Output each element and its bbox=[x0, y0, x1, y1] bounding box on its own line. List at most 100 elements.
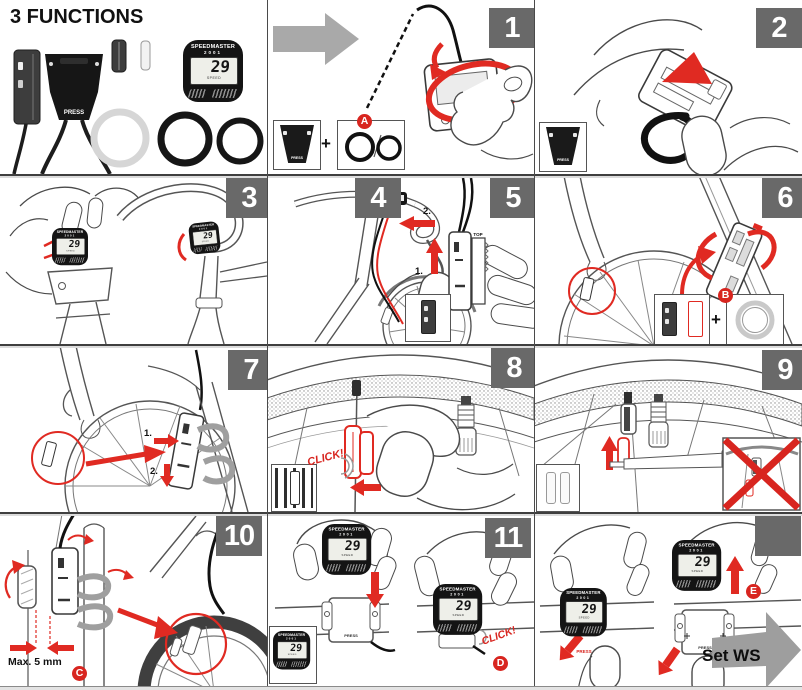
panel-step-9: 9 bbox=[534, 346, 802, 512]
red-arrow-up bbox=[731, 570, 739, 594]
strap-icon bbox=[76, 573, 112, 601]
stem-icon bbox=[47, 267, 113, 344]
column-divider bbox=[534, 0, 535, 686]
sensor-small bbox=[182, 625, 202, 655]
panel-step-10: Max. 5 mm C 10 bbox=[0, 514, 267, 690]
intro-parts-illustration: PRESS bbox=[12, 39, 264, 174]
step1-inset-mount: PRESS bbox=[273, 120, 321, 170]
step-number-4: 4 bbox=[355, 178, 401, 218]
red-arrow-down-left bbox=[559, 633, 584, 661]
computer-device: SPEEDMASTER 2001 29 SPEED bbox=[52, 228, 88, 266]
panel-step-7: 1. 2. 7 bbox=[0, 346, 267, 512]
step1-inset-orings bbox=[337, 120, 405, 170]
panel-step-4-5: TOP 1. 2. 4 5 bbox=[267, 176, 534, 344]
mount-press-label: PRESS bbox=[291, 156, 303, 160]
magnet-on-spoke bbox=[620, 392, 637, 435]
computer-device: SPEEDMASTER 2001 29 SPEED bbox=[672, 540, 722, 591]
step9-illustration bbox=[534, 359, 802, 512]
panel-step-1: PRESS + A 1 bbox=[267, 0, 534, 174]
step8-inset-magnet bbox=[271, 464, 317, 512]
red-arrow-icon bbox=[662, 52, 712, 84]
red-arrow-icon bbox=[431, 42, 444, 70]
panel-step-3: SPEEDMASTER 2001 29 SPEED SPEEDMASTER 20… bbox=[0, 176, 267, 344]
order2-label: 2. bbox=[423, 206, 431, 217]
thumb-icon bbox=[681, 115, 799, 174]
step-number-9: 9 bbox=[762, 350, 802, 390]
red-arrow-down bbox=[371, 572, 379, 594]
step2-illustration bbox=[573, 19, 799, 174]
fork-wheel-icon bbox=[59, 346, 236, 512]
device-lcd: 29 SPEED bbox=[190, 57, 238, 85]
hand-icon bbox=[573, 19, 703, 127]
oring-white-icon bbox=[735, 300, 775, 340]
hand-icon bbox=[450, 65, 534, 160]
spoke-nipple bbox=[352, 380, 361, 396]
mount-sliver bbox=[438, 633, 486, 656]
step-number-7: 7 bbox=[228, 350, 267, 390]
strap-icon bbox=[196, 423, 230, 453]
red-arrow-up bbox=[431, 252, 438, 274]
step-number-2: 2 bbox=[756, 8, 802, 48]
valve-icon bbox=[648, 394, 669, 448]
device-speed-value: 29 bbox=[209, 57, 231, 76]
red-dashed-guides bbox=[35, 610, 51, 644]
mount-outline: PRESS bbox=[321, 597, 396, 652]
badge-b: B bbox=[718, 288, 733, 303]
panel-final: PRESS PRESS SPEEDMASTER 2001 29 SPEED SP… bbox=[534, 514, 802, 690]
hand-icon bbox=[5, 186, 141, 295]
badge-c: C bbox=[72, 666, 87, 681]
sensor-cable bbox=[457, 177, 474, 233]
red-long-arrow bbox=[117, 607, 161, 629]
final-illustration: PRESS PRESS bbox=[539, 521, 802, 690]
red-arrow-up bbox=[606, 450, 613, 470]
step5-inset-sensor bbox=[405, 294, 451, 342]
computer-device: SPEEDMASTER 2001 29 SPEED bbox=[433, 584, 483, 635]
mount-press-label: PRESS bbox=[344, 633, 358, 638]
max-gap-label: Max. 5 mm bbox=[8, 656, 62, 668]
magnet-red-highlight bbox=[344, 425, 374, 479]
red-arrow-left bbox=[363, 484, 381, 491]
bottom-edge bbox=[0, 686, 802, 690]
step10-illustration bbox=[4, 514, 267, 690]
press-label-red: PRESS bbox=[576, 649, 591, 654]
page-title: 3 FUNCTIONS bbox=[10, 6, 144, 28]
panel-step-2: PRESS 2 bbox=[534, 0, 802, 174]
red-highlight bbox=[177, 233, 187, 262]
set-ws-arrow-icon bbox=[712, 612, 801, 688]
badge-e: E bbox=[746, 584, 761, 599]
device-model: 2001 bbox=[203, 50, 222, 55]
stem-right-icon bbox=[187, 255, 267, 344]
oring-icon bbox=[376, 135, 402, 161]
computer-device: SPEEDMASTER 2001 29 SPEED bbox=[188, 220, 222, 255]
step6-inset-oring bbox=[726, 294, 784, 344]
panel-step-11: PRESS SPEEDMASTER 2001 29 SPEED bbox=[267, 514, 534, 690]
frame-wheel-icon bbox=[137, 515, 267, 690]
oring-black-small-icon bbox=[216, 117, 264, 165]
order1-label: 1. bbox=[415, 266, 423, 277]
sound-arcs bbox=[478, 629, 487, 645]
column-divider bbox=[267, 0, 268, 686]
step6-illustration bbox=[558, 176, 793, 344]
hand-icon bbox=[366, 404, 516, 511]
sensor-outline bbox=[167, 412, 205, 490]
mount-press-label: PRESS bbox=[557, 158, 569, 162]
sensor-outline: TOP bbox=[448, 231, 489, 311]
step-number-10: 10 bbox=[216, 516, 262, 556]
panel-step-8: CLICK! 8 bbox=[267, 346, 534, 512]
step-number-1: 1 bbox=[489, 8, 534, 48]
red-circle-highlight bbox=[568, 267, 616, 315]
step1-illustration bbox=[273, 4, 534, 160]
sound-arcs bbox=[340, 453, 354, 479]
wrong-way-inset bbox=[722, 437, 801, 511]
step11-illustration: PRESS bbox=[274, 519, 534, 656]
spacer-icon bbox=[140, 40, 151, 71]
computer-device: SPEEDMASTER 2001 29 SPEED bbox=[322, 524, 372, 575]
step-number-3: 3 bbox=[226, 178, 267, 218]
device-button-left bbox=[187, 89, 207, 98]
computer-device: SPEEDMASTER 2001 29 SPEED bbox=[560, 588, 607, 637]
badge-d: D bbox=[493, 656, 508, 671]
hand-icon bbox=[550, 524, 650, 596]
step-number-5: 5 bbox=[490, 178, 534, 218]
sensor-small bbox=[579, 277, 595, 301]
plus-sign: + bbox=[321, 134, 331, 153]
